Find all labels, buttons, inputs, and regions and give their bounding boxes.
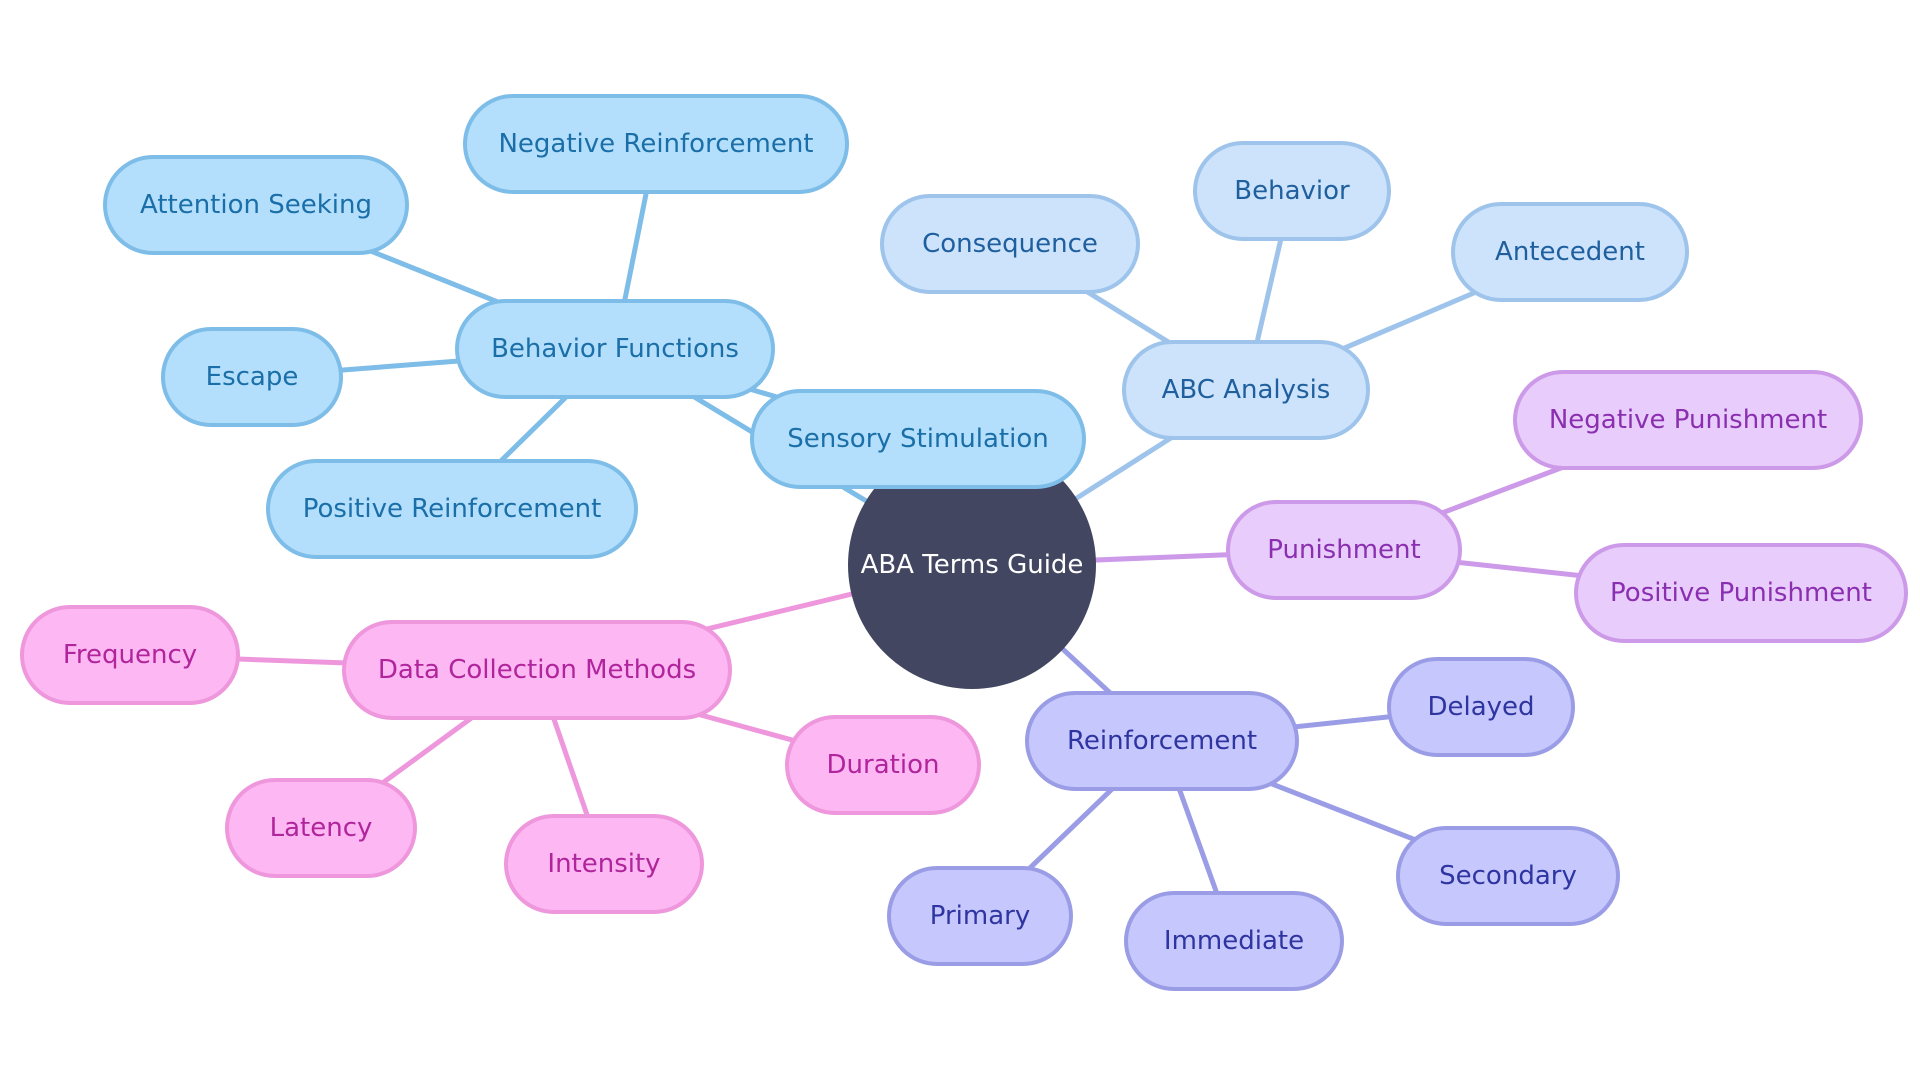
branch-abc-analysis-label: ABC Analysis [1162, 375, 1331, 405]
branch-abc-analysis-shape [1122, 340, 1370, 440]
leaf-consequence-shape [880, 194, 1140, 294]
leaf-frequency[interactable]: Frequency [20, 605, 240, 705]
leaf-immediate-shape [1124, 891, 1344, 991]
branch-behavior-functions-label: Behavior Functions [491, 334, 739, 364]
leaf-sensory-stimulation-label: Sensory Stimulation [787, 424, 1048, 454]
leaf-escape-shape [161, 327, 343, 427]
root-node[interactable]: ABA Terms Guide [848, 441, 1096, 689]
leaf-immediate[interactable]: Immediate [1124, 891, 1344, 991]
leaf-duration-shape [785, 715, 981, 815]
leaf-attention-seeking-label: Attention Seeking [140, 190, 372, 220]
leaf-positive-reinforcement[interactable]: Positive Reinforcement [266, 459, 638, 559]
leaf-sensory-stimulation-shape [750, 389, 1086, 489]
leaf-secondary[interactable]: Secondary [1396, 826, 1620, 926]
leaf-latency-shape [225, 778, 417, 878]
leaf-negative-punishment-shape [1513, 370, 1863, 470]
root-circle [848, 441, 1096, 689]
branch-abc-analysis[interactable]: ABC Analysis [1122, 340, 1370, 440]
leaf-negative-punishment-label: Negative Punishment [1549, 405, 1827, 435]
leaf-primary-shape [887, 866, 1073, 966]
leaf-positive-reinforcement-shape [266, 459, 638, 559]
branch-data-collection-methods-shape [342, 620, 732, 720]
leaf-behavior[interactable]: Behavior [1193, 141, 1391, 241]
leaf-antecedent-shape [1451, 202, 1689, 302]
leaf-immediate-label: Immediate [1164, 926, 1304, 956]
leaf-frequency-shape [20, 605, 240, 705]
leaf-positive-punishment-label: Positive Punishment [1610, 578, 1872, 608]
branch-reinforcement-shape [1025, 691, 1299, 791]
leaf-consequence[interactable]: Consequence [880, 194, 1140, 294]
leaf-antecedent-label: Antecedent [1495, 237, 1645, 267]
branch-data-collection-methods-label: Data Collection Methods [378, 655, 696, 685]
leaf-duration-label: Duration [827, 750, 940, 780]
branch-behavior-functions-shape [455, 299, 775, 399]
leaf-escape-label: Escape [206, 362, 299, 392]
leaf-intensity[interactable]: Intensity [504, 814, 704, 914]
leaf-delayed-label: Delayed [1427, 692, 1534, 722]
leaf-antecedent[interactable]: Antecedent [1451, 202, 1689, 302]
leaf-negative-reinforcement-label: Negative Reinforcement [498, 129, 813, 159]
branch-reinforcement[interactable]: Reinforcement [1025, 691, 1299, 791]
leaf-behavior-label: Behavior [1234, 176, 1350, 206]
leaf-latency-label: Latency [270, 813, 373, 843]
leaf-delayed[interactable]: Delayed [1387, 657, 1575, 757]
node-layer: ABA Terms Guide Behavior Functions Negat… [20, 94, 1908, 991]
leaf-negative-reinforcement-shape [463, 94, 849, 194]
leaf-secondary-shape [1396, 826, 1620, 926]
leaf-sensory-stimulation[interactable]: Sensory Stimulation [750, 389, 1086, 489]
leaf-duration[interactable]: Duration [785, 715, 981, 815]
branch-punishment-label: Punishment [1267, 535, 1420, 565]
leaf-latency[interactable]: Latency [225, 778, 417, 878]
leaf-intensity-label: Intensity [547, 849, 660, 879]
leaf-attention-seeking-shape [103, 155, 409, 255]
leaf-escape[interactable]: Escape [161, 327, 343, 427]
branch-data-collection-methods[interactable]: Data Collection Methods [342, 620, 732, 720]
leaf-consequence-label: Consequence [922, 229, 1098, 259]
root-label: ABA Terms Guide [861, 550, 1084, 580]
leaf-behavior-shape [1193, 141, 1391, 241]
leaf-primary-label: Primary [930, 901, 1030, 931]
leaf-positive-punishment[interactable]: Positive Punishment [1574, 543, 1908, 643]
leaf-negative-reinforcement[interactable]: Negative Reinforcement [463, 94, 849, 194]
leaf-frequency-label: Frequency [63, 640, 197, 670]
leaf-primary[interactable]: Primary [887, 866, 1073, 966]
leaf-attention-seeking[interactable]: Attention Seeking [103, 155, 409, 255]
leaf-delayed-shape [1387, 657, 1575, 757]
branch-punishment[interactable]: Punishment [1226, 500, 1462, 600]
branch-reinforcement-label: Reinforcement [1067, 726, 1257, 756]
branch-punishment-shape [1226, 500, 1462, 600]
leaf-positive-reinforcement-label: Positive Reinforcement [303, 494, 602, 524]
leaf-positive-punishment-shape [1574, 543, 1908, 643]
leaf-secondary-label: Secondary [1439, 861, 1577, 891]
branch-behavior-functions[interactable]: Behavior Functions [455, 299, 775, 399]
leaf-intensity-shape [504, 814, 704, 914]
leaf-negative-punishment[interactable]: Negative Punishment [1513, 370, 1863, 470]
